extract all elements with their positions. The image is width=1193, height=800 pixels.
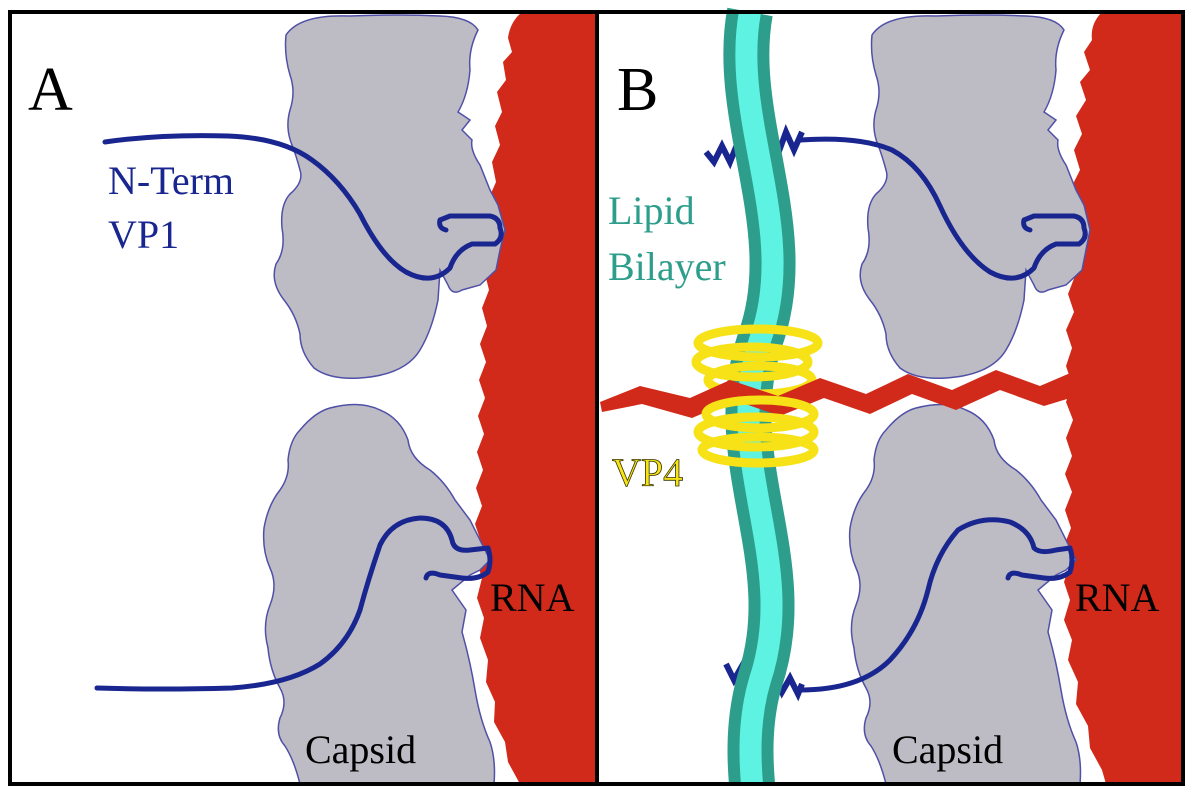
rna-label-a: RNA [490,575,575,620]
rna-translocating-strand [600,368,1090,418]
nterm-label-line2: VP1 [108,212,179,257]
vp4-helix-coil-4 [701,395,819,433]
rna-strand-a [475,12,597,784]
capsid-protein-lower-b [848,403,1082,785]
vp4-helix-coil-6 [697,432,819,468]
vp1-chain-upper-b [797,136,1088,281]
vp4-helix-coil-5 [693,412,819,452]
vp1-chain-lower-b [797,517,1075,693]
capsid-protein-lower-a [262,403,496,785]
rna-strand-b [1064,12,1183,784]
capsid-protein-upper-b [859,14,1091,380]
vp4-helix-coil-2 [691,342,813,382]
nterm-label-line1: N-Term [108,158,234,203]
capsid-label-b: Capsid [892,727,1003,772]
panel-b: B Lipid Bilayer VP4 RNA Capsid [597,7,1183,786]
vp4-helix-group-lower [693,395,819,468]
rna-label-b: RNA [1075,575,1160,620]
vp4-helix-coil-1 [693,324,823,362]
panel-b-letter: B [617,56,658,124]
capsid-protein-upper-a [273,14,506,380]
panel-a: A N-Term VP1 RNA Capsid [10,12,597,785]
vp1-chain-upper-a [102,133,504,281]
vp1-chain-lower-a [94,515,493,692]
panel-a-letter: A [28,56,73,124]
lipid-label-line1: Lipid [608,188,695,233]
lipid-label-line2: Bilayer [608,244,726,289]
capsid-label-a: Capsid [305,727,416,772]
vp4-label: VP4 [612,450,683,495]
